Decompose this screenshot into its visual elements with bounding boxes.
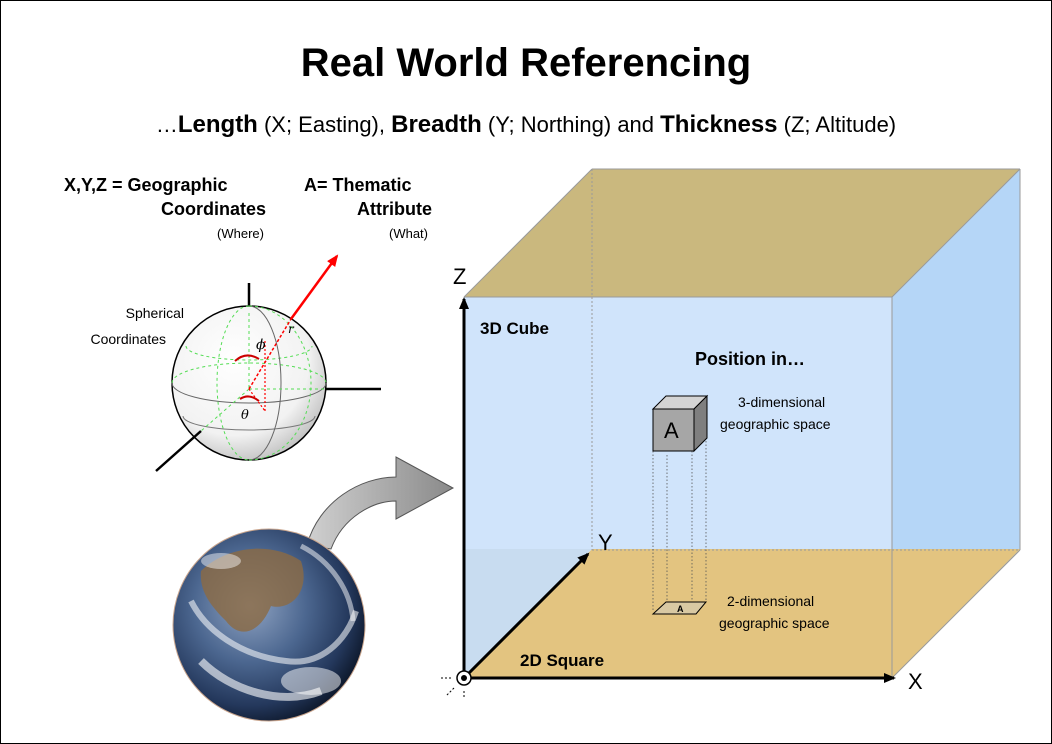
xyz-label-line1: X,Y,Z = Geographic xyxy=(64,175,228,195)
length-detail: (X; Easting), xyxy=(257,112,392,137)
attribute-box-a xyxy=(651,394,709,453)
spherical-label-line2: Coordinates xyxy=(91,331,167,347)
small-square-a xyxy=(651,601,708,615)
position-label: Position in… xyxy=(695,349,805,369)
attribute-box-letter: A xyxy=(664,418,679,443)
subtitle-prefix: … xyxy=(155,112,178,137)
attr-label-line1: A= Thematic xyxy=(304,175,412,195)
r-symbol: r xyxy=(288,322,295,336)
y-axis xyxy=(462,552,590,680)
three-d-label-line2: geographic space xyxy=(720,416,831,432)
square-label: 2D Square xyxy=(520,651,604,670)
two-d-label-line2: geographic space xyxy=(719,615,830,631)
cube-floor xyxy=(464,549,1020,678)
attr-label-line2: Attribute xyxy=(357,199,432,219)
origin-marker xyxy=(439,670,472,699)
cube-top-face xyxy=(464,169,1020,297)
thickness-label: Thickness xyxy=(660,111,778,138)
spherical-label-line1: Spherical xyxy=(126,305,184,321)
breadth-label: Breadth xyxy=(391,111,482,138)
xyz-label-line2: Coordinates xyxy=(161,199,266,219)
phi-symbol: ϕ xyxy=(256,337,266,353)
z-axis-label: Z xyxy=(453,264,466,289)
thickness-detail: (Z; Altitude) xyxy=(777,112,897,137)
two-d-label-line1: 2-dimensional xyxy=(727,593,814,609)
xyz-label-line3: (Where) xyxy=(217,226,264,241)
breadth-detail: (Y; Northing) and xyxy=(481,112,661,137)
attr-label-line3: (What) xyxy=(389,226,428,241)
three-d-label-line1: 3-dimensional xyxy=(738,394,825,410)
y-axis-label: Y xyxy=(598,530,613,555)
length-label: Length xyxy=(177,111,258,138)
cube-label: 3D Cube xyxy=(480,319,549,338)
slide-title: Real World Referencing xyxy=(300,41,752,85)
spherical-coordinates-diagram: ϕ θ r xyxy=(155,254,381,472)
projection-lines xyxy=(652,441,707,614)
gray-curved-arrow xyxy=(306,456,455,550)
slide-subtitle: …Length (X; Easting), Breadth (Y; Northi… xyxy=(1,111,1051,139)
x-axis-label: X xyxy=(908,669,923,694)
small-square-letter: A xyxy=(677,604,684,614)
theta-symbol: θ xyxy=(241,408,249,423)
earth-image xyxy=(172,528,366,722)
